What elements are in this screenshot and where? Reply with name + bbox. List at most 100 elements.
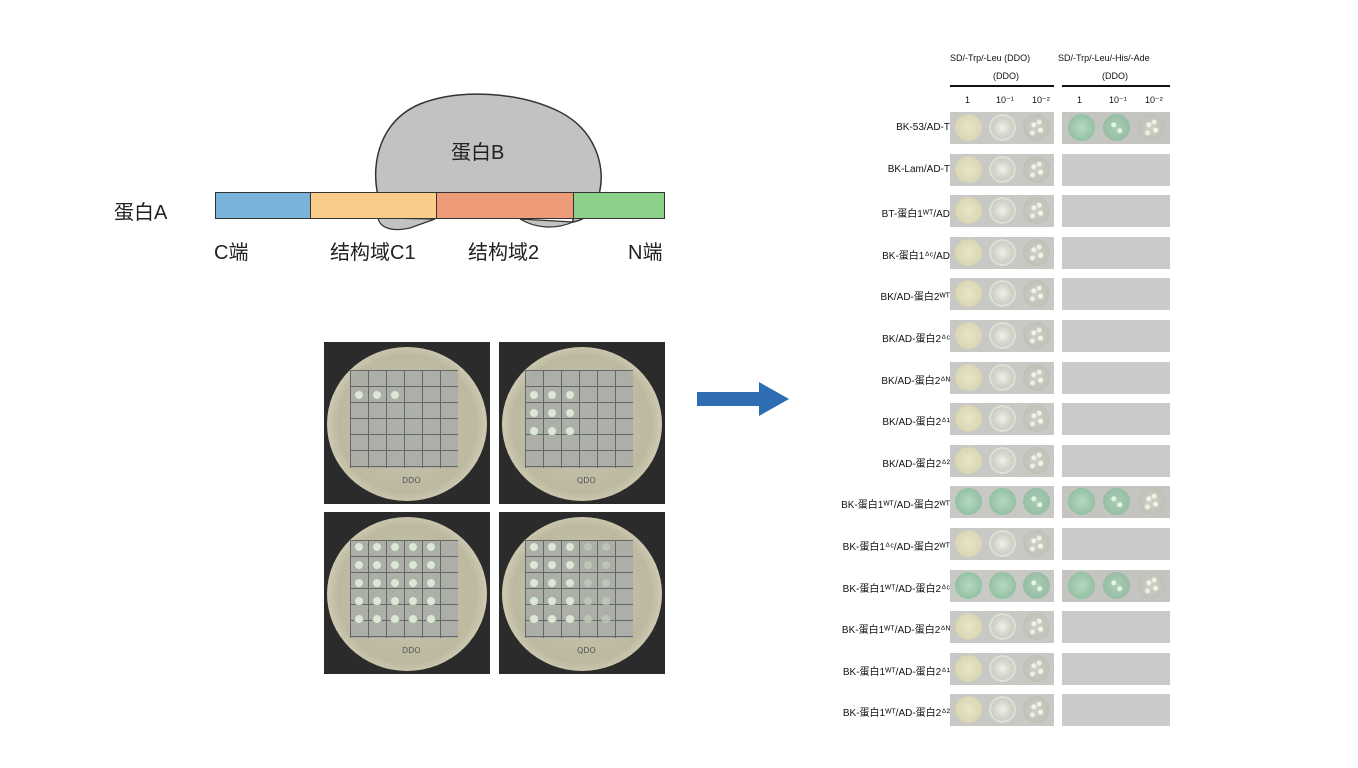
yeast-spot — [1138, 571, 1165, 599]
colony — [390, 596, 400, 606]
yeast-spot — [1023, 571, 1050, 599]
colony — [583, 560, 593, 570]
colony — [565, 408, 575, 418]
yeast-spot — [989, 696, 1016, 724]
plate-label: QDO — [577, 476, 596, 485]
ddo-spot-strip — [950, 236, 1054, 269]
colony — [426, 560, 436, 570]
yeast-spot — [955, 238, 982, 266]
assay-row-label: BK-蛋白1ᐞᶜ/AD-蛋白2ᵂᵀ — [842, 542, 950, 553]
arrow-right-icon — [697, 382, 789, 416]
assay-row-label: BK-蛋白1ᵂᵀ/AD-蛋白2ᵂᵀ — [841, 500, 950, 512]
colony — [372, 560, 382, 570]
yeast-spot — [1023, 114, 1050, 141]
colony — [583, 596, 593, 606]
colony — [390, 560, 400, 570]
qdo-spot-strip — [1062, 195, 1170, 228]
colony — [547, 614, 557, 624]
yeast-spot — [1023, 405, 1050, 433]
assay-row-label: BK/AD-蛋白2ᐞᶜ — [882, 334, 950, 345]
ddo-spot-strip — [950, 112, 1054, 144]
assay-row-label: BK/AD-蛋白2ᵂᵀ — [880, 292, 950, 304]
yeast-spot — [1023, 613, 1050, 641]
yeast-spot — [989, 280, 1016, 308]
header-qdo-rule — [1062, 85, 1170, 87]
colony — [426, 614, 436, 624]
colony — [354, 390, 364, 400]
colony — [529, 542, 539, 552]
yeast-spot — [955, 280, 982, 308]
colony — [565, 426, 575, 436]
yeast-spot — [989, 363, 1016, 391]
colony — [529, 614, 539, 624]
yeast-spot — [955, 571, 982, 599]
plate-label: DDO — [402, 476, 421, 485]
colony — [426, 596, 436, 606]
colony — [426, 542, 436, 552]
colony — [408, 614, 418, 624]
colony — [529, 408, 539, 418]
qdo-spot-strip — [1062, 236, 1170, 269]
qdo-spot-strip — [1062, 694, 1170, 727]
colony — [372, 578, 382, 588]
yeast-spot — [989, 571, 1016, 599]
header-ddo-title: SD/-Trp/-Leu (DDO) — [950, 53, 1031, 63]
colony — [601, 614, 611, 624]
domain-2-segment — [436, 192, 574, 219]
spot-assay-panel: SD/-Trp/-Leu (DDO) SD/-Trp/-Leu/-His/-Ad… — [800, 40, 1200, 730]
domain-2-label: 结构域2 — [468, 242, 540, 264]
colony — [390, 390, 400, 400]
domain-c1-segment — [310, 192, 437, 219]
colony — [529, 596, 539, 606]
ddo-spot-strip — [950, 611, 1054, 644]
colony — [547, 578, 557, 588]
header-ddo-rule — [950, 85, 1054, 87]
colony — [426, 578, 436, 588]
yeast-spot — [1023, 238, 1050, 266]
qdo-spot-strip — [1062, 486, 1170, 519]
qdo-spot-strip — [1062, 528, 1170, 560]
colony — [372, 614, 382, 624]
colony — [408, 578, 418, 588]
colony — [583, 614, 593, 624]
yeast-spot — [1023, 654, 1050, 682]
dilution-ddo-3: 10⁻² — [1032, 95, 1050, 105]
dilution-qdo-3: 10⁻² — [1145, 95, 1163, 105]
yeast-spot — [1068, 488, 1095, 516]
ddo-spot-strip — [950, 652, 1054, 685]
agar-plate-photo: QDO — [499, 342, 665, 504]
ddo-spot-strip — [950, 694, 1054, 727]
assay-row-label: BK-蛋白1ᐞᶜ/AD — [882, 250, 950, 262]
yeast-spot — [955, 654, 982, 682]
qdo-spot-strip — [1062, 278, 1170, 311]
yeast-spot — [989, 238, 1016, 266]
colony — [565, 596, 575, 606]
yeast-spot — [1103, 114, 1130, 141]
assay-row-label: BK/AD-蛋白2ᐞ¹ — [882, 417, 950, 429]
qdo-spot-strip — [1062, 403, 1170, 436]
colony — [601, 596, 611, 606]
assay-row-label: BK-蛋白1ᵂᵀ/AD-蛋白2ᐞᶜ — [842, 583, 950, 595]
yeast-spot — [955, 613, 982, 641]
colony — [583, 578, 593, 588]
plate-label: DDO — [402, 646, 421, 655]
assay-row-label: BK-Lam/AD-T — [887, 163, 950, 175]
yeast-spot — [955, 155, 982, 183]
yeast-spot — [1023, 488, 1050, 516]
colony — [529, 560, 539, 570]
assay-row-label: BK/AD-蛋白2ᐞᴺ — [881, 375, 950, 387]
yeast-spot — [989, 197, 1016, 225]
assay-row-label: BK-蛋白1ᵂᵀ/AD-蛋白2ᐞ² — [842, 708, 950, 720]
yeast-spot — [955, 197, 982, 225]
yeast-spot — [989, 446, 1016, 474]
yeast-spot — [989, 613, 1016, 641]
qdo-spot-strip — [1062, 112, 1170, 144]
colony — [547, 408, 557, 418]
yeast-spot — [1023, 197, 1050, 225]
plate-grid-lines — [525, 540, 633, 638]
domain-c1-label: 结构域C1 — [330, 242, 416, 264]
ddo-spot-strip — [950, 444, 1054, 477]
colony — [354, 560, 364, 570]
colony — [601, 542, 611, 552]
